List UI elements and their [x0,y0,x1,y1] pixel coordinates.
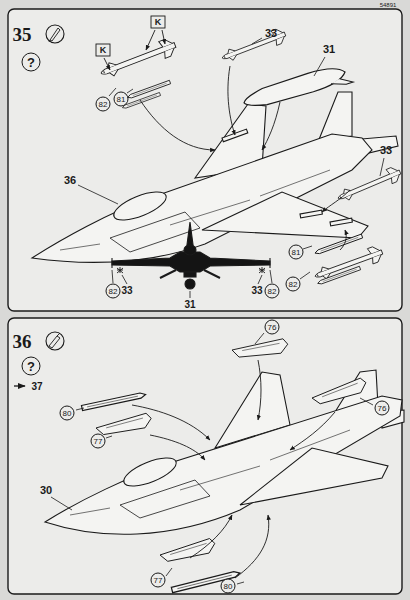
callout-circle: 82 [96,97,111,112]
step-panel [8,9,402,311]
callout-number: 82 [109,287,118,295]
callout-circle: 80 [221,579,236,594]
callout-circle: 80 [60,406,75,421]
next-step-number: 37 [31,382,42,392]
callout-circle: 81 [114,92,129,107]
callout-number: 82 [268,287,277,295]
callout-number: 81 [292,248,301,256]
part-number: 36 [64,175,76,186]
note-icon: ? [22,53,41,72]
callout-number: 80 [63,409,72,417]
callout-number: ? [27,360,35,373]
callout-number: 80 [224,582,233,590]
next-step-arrow [14,385,25,386]
callout-number: 77 [94,437,103,445]
sheet-code: 54891 [380,2,397,8]
glue-icon [46,332,64,350]
step-number: 35 [13,25,32,44]
step-number: 36 [13,332,32,351]
callout-number: 77 [154,576,163,584]
callout-circle: 77 [151,573,166,588]
callout-circle: 77 [91,434,106,449]
callout-number: 81 [117,95,126,103]
note-icon: ? [22,357,41,376]
marking-symbol: K [100,46,107,55]
callout-number: 82 [289,280,298,288]
callout-circle: 82 [286,277,301,292]
part-number: 30 [40,485,52,496]
part-number: 31 [323,44,335,55]
callout-circle: 76 [375,401,390,416]
part-number: 31 [184,300,195,310]
callout-number: 76 [378,404,387,412]
part-number: 33 [251,286,262,296]
callout-circle: 82 [106,284,121,299]
aircraft-step36 [45,370,404,534]
callout-number: 76 [268,323,277,331]
part-number: 33 [121,286,132,296]
step-panel [8,318,402,594]
part-number: 33 [380,145,392,156]
callout-circle: 82 [265,284,280,299]
callout-circle: 81 [289,245,304,260]
aircraft-front-view [112,222,270,289]
aircraft-step35 [32,92,398,262]
part-number: 33 [265,28,277,39]
callout-number: 82 [99,100,108,108]
marking-symbol: K [155,18,162,27]
callout-circle: 76 [265,320,280,335]
callout-number: ? [27,56,35,69]
paint-icon [46,25,64,43]
